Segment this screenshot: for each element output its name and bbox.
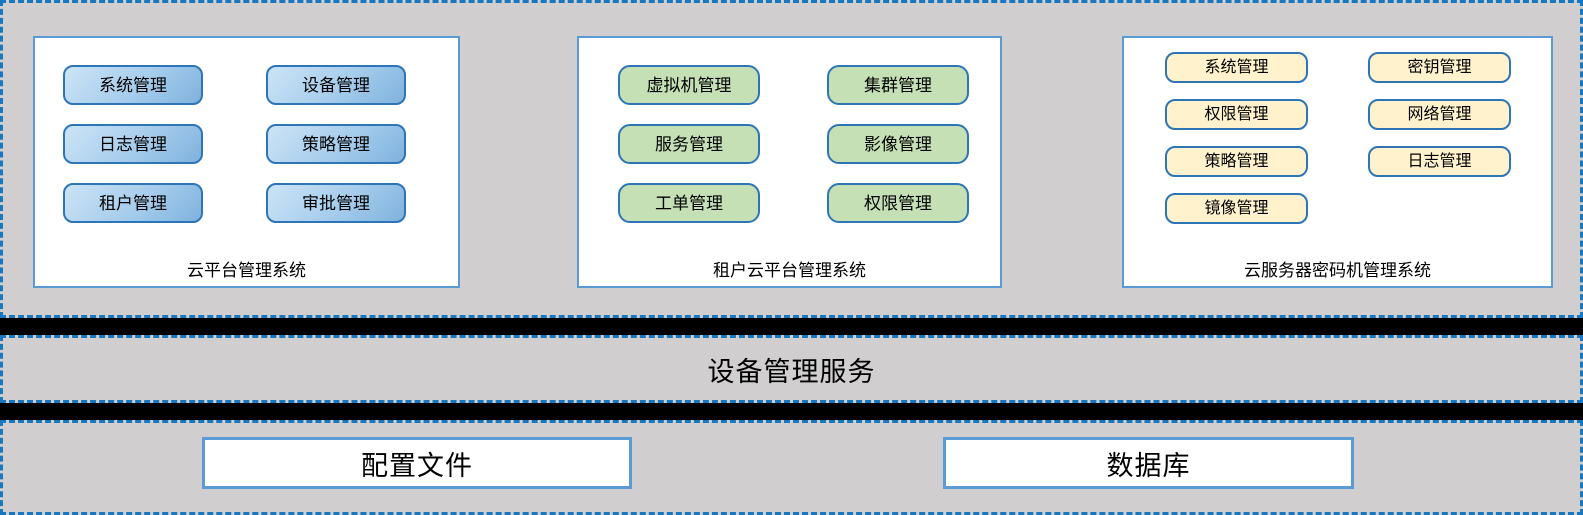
module-chip: 服务管理 — [618, 124, 760, 164]
config-file-box: 配置文件 — [202, 437, 632, 489]
module-chip: 工单管理 — [618, 183, 760, 223]
divider-bar — [0, 403, 1583, 420]
panel-cloud-platform: 系统管理 设备管理 日志管理 策略管理 租户管理 审批管理 云平台管理系统 — [33, 36, 460, 288]
service-bar-section: 设备管理服务 — [0, 335, 1583, 403]
module-chip: 集群管理 — [827, 65, 969, 105]
module-chip: 权限管理 — [1165, 99, 1308, 130]
systems-section: 系统管理 设备管理 日志管理 策略管理 租户管理 审批管理 云平台管理系统 虚拟… — [0, 0, 1583, 318]
module-grid: 系统管理 设备管理 日志管理 策略管理 租户管理 审批管理 — [63, 65, 406, 223]
module-chip: 密钥管理 — [1368, 52, 1511, 83]
module-chip: 系统管理 — [63, 65, 203, 105]
module-chip: 策略管理 — [1165, 146, 1308, 177]
divider-bar — [0, 318, 1583, 335]
storage-section: 配置文件 数据库 — [0, 420, 1583, 515]
module-chip: 日志管理 — [1368, 146, 1511, 177]
module-chip: 权限管理 — [827, 183, 969, 223]
module-chip: 设备管理 — [266, 65, 406, 105]
module-chip: 审批管理 — [266, 183, 406, 223]
module-grid: 虚拟机管理 集群管理 服务管理 影像管理 工单管理 权限管理 — [618, 65, 969, 223]
module-chip: 虚拟机管理 — [618, 65, 760, 105]
module-chip: 策略管理 — [266, 124, 406, 164]
database-box: 数据库 — [943, 437, 1354, 489]
module-chip: 镜像管理 — [1165, 193, 1308, 224]
service-bar-label: 设备管理服务 — [707, 356, 876, 387]
module-chip: 日志管理 — [63, 124, 203, 164]
panel-tenant-cloud-platform: 虚拟机管理 集群管理 服务管理 影像管理 工单管理 权限管理 租户云平台管理系统 — [577, 36, 1002, 288]
module-chip: 系统管理 — [1165, 52, 1308, 83]
module-grid: 系统管理 密钥管理 权限管理 网络管理 策略管理 日志管理 镜像管理 — [1165, 52, 1511, 224]
panel-cipher-machine: 系统管理 密钥管理 权限管理 网络管理 策略管理 日志管理 镜像管理 云服务器密… — [1122, 36, 1553, 288]
panel-title: 云服务器密码机管理系统 — [1244, 261, 1431, 280]
panel-title: 云平台管理系统 — [187, 261, 306, 280]
panel-title: 租户云平台管理系统 — [713, 261, 866, 280]
module-chip: 租户管理 — [63, 183, 203, 223]
module-chip: 网络管理 — [1368, 99, 1511, 130]
module-chip: 影像管理 — [827, 124, 969, 164]
